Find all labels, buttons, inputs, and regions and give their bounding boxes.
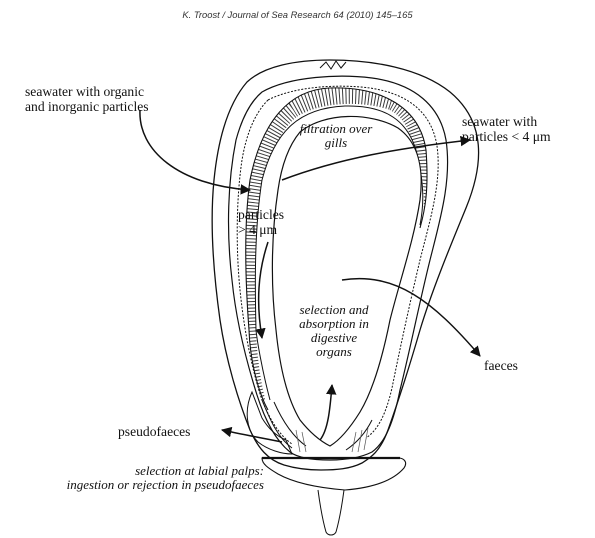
label-labial-palps: selection at labial palps: ingestion or … — [8, 464, 264, 492]
label-particles: particles > 4 μm — [238, 208, 284, 237]
label-selection-digestive: selection and absorption in digestive or… — [284, 303, 384, 359]
label-seawater-out-line2: particles < 4 μm — [462, 130, 551, 145]
label-selection-line4: organs — [284, 345, 384, 359]
label-seawater-out-line1: seawater with — [462, 115, 551, 130]
label-selection-line3: digestive — [284, 331, 384, 345]
arrow-seawater-in — [140, 110, 250, 190]
label-filtration: filtration over gills — [286, 122, 386, 150]
label-faeces: faeces — [484, 359, 518, 374]
umbo-detail — [320, 61, 346, 69]
label-seawater-in-line2: and inorganic particles — [25, 100, 149, 115]
label-seawater-in-line1: seawater with organic — [25, 85, 149, 100]
label-selection-line1: selection and — [284, 303, 384, 317]
label-filtration-line2: gills — [286, 136, 386, 150]
hinge-stalk — [318, 490, 344, 535]
hinge-base — [262, 458, 406, 490]
label-palps-line1: selection at labial palps: — [8, 464, 264, 478]
label-selection-line2: absorption in — [284, 317, 384, 331]
arrow-particles-down — [259, 242, 268, 338]
label-palps-line2: ingestion or rejection in pseudofaeces — [8, 478, 264, 492]
label-filtration-line1: filtration over — [286, 122, 386, 136]
label-seawater-in: seawater with organic and inorganic part… — [25, 85, 149, 114]
label-seawater-out: seawater with particles < 4 μm — [462, 115, 551, 144]
label-particles-line2: > 4 μm — [238, 223, 284, 238]
label-pseudofaeces: pseudofaeces — [118, 425, 190, 440]
label-particles-line1: particles — [238, 208, 284, 223]
